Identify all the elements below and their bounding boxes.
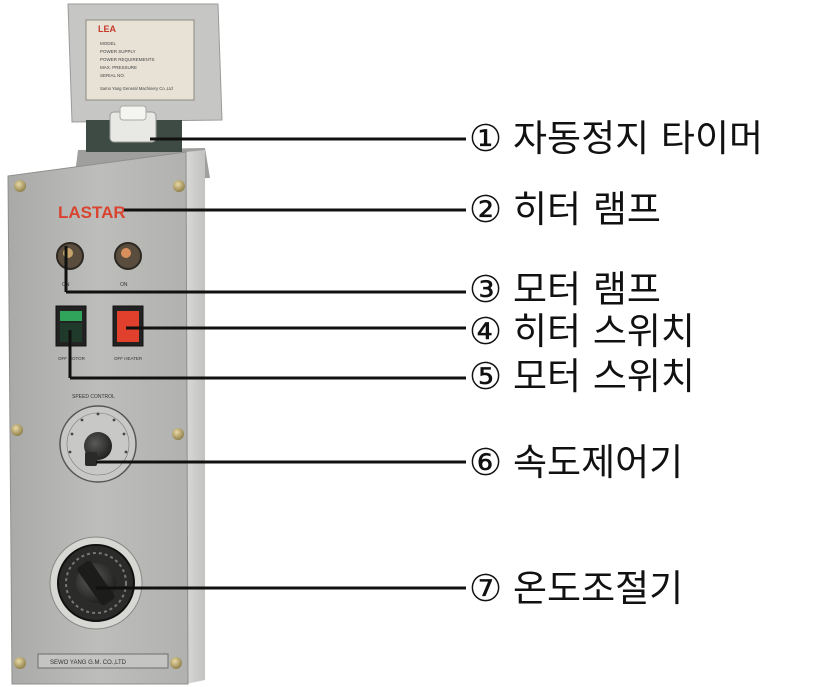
callout-number: ④: [469, 310, 503, 353]
nameplate-line: Samo Yang General Machinery Co.,Ltd: [100, 86, 173, 91]
footer-plate: SEWO YANG G.M. CO.,LTD: [37, 653, 169, 669]
screw-icon: [14, 657, 26, 669]
callout-text: 자동정지 타이머: [513, 117, 764, 160]
panel-side: [186, 150, 205, 684]
temperature-controller: [49, 536, 143, 630]
callout-number: ③: [469, 268, 503, 311]
callout-number: ⑤: [469, 355, 503, 398]
screw-icon: [172, 428, 184, 440]
nameplate-line: MAX. PRESSURE: [100, 65, 137, 70]
screws: [11, 180, 185, 669]
switch-caption: OFF HEATER: [114, 356, 143, 361]
callout-number: ①: [469, 117, 503, 160]
screw-icon: [11, 424, 23, 436]
footer-plate-text: SEWO YANG G.M. CO.,LTD: [50, 660, 127, 666]
heater-lamp: ON: [114, 242, 142, 288]
screw-icon: [170, 657, 182, 669]
callout-lines: [64, 137, 466, 590]
callout-number: ⑦: [469, 567, 503, 610]
callout-text: 히터 스위치: [513, 310, 695, 353]
nameplate: LEA MODEL POWER SUPPLY POWER REQUIREMENT…: [67, 3, 223, 123]
nameplate-line: MODEL: [100, 41, 117, 46]
speed-label: SPEED CONTROL: [72, 394, 115, 400]
screw-icon: [173, 180, 185, 192]
motor-lamp: ON: [56, 242, 84, 288]
screw-icon: [14, 180, 26, 192]
callout-text: 온도조절기: [513, 567, 684, 610]
nameplate-line: POWER REQUIREMENTS: [100, 57, 155, 62]
brand-logo: LASTAR: [58, 203, 126, 222]
nameplate-brand: LEA: [98, 24, 117, 34]
heater-switch: OFF HEATER: [112, 305, 144, 361]
callout-number: ②: [469, 188, 503, 231]
callout-text: 속도제어기: [513, 441, 684, 484]
nameplate-line: SERIAL NO.: [100, 73, 125, 78]
callout-text: 모터 램프: [513, 268, 661, 311]
callout-text: 히터 램프: [513, 188, 661, 231]
lamp-caption: ON: [120, 282, 128, 288]
switch-caption: OFF MOTOR: [58, 356, 86, 361]
callout-number: ⑥: [469, 441, 503, 484]
callout-text: 모터 스위치: [513, 355, 695, 398]
nameplate-line: POWER SUPPLY: [100, 49, 136, 54]
